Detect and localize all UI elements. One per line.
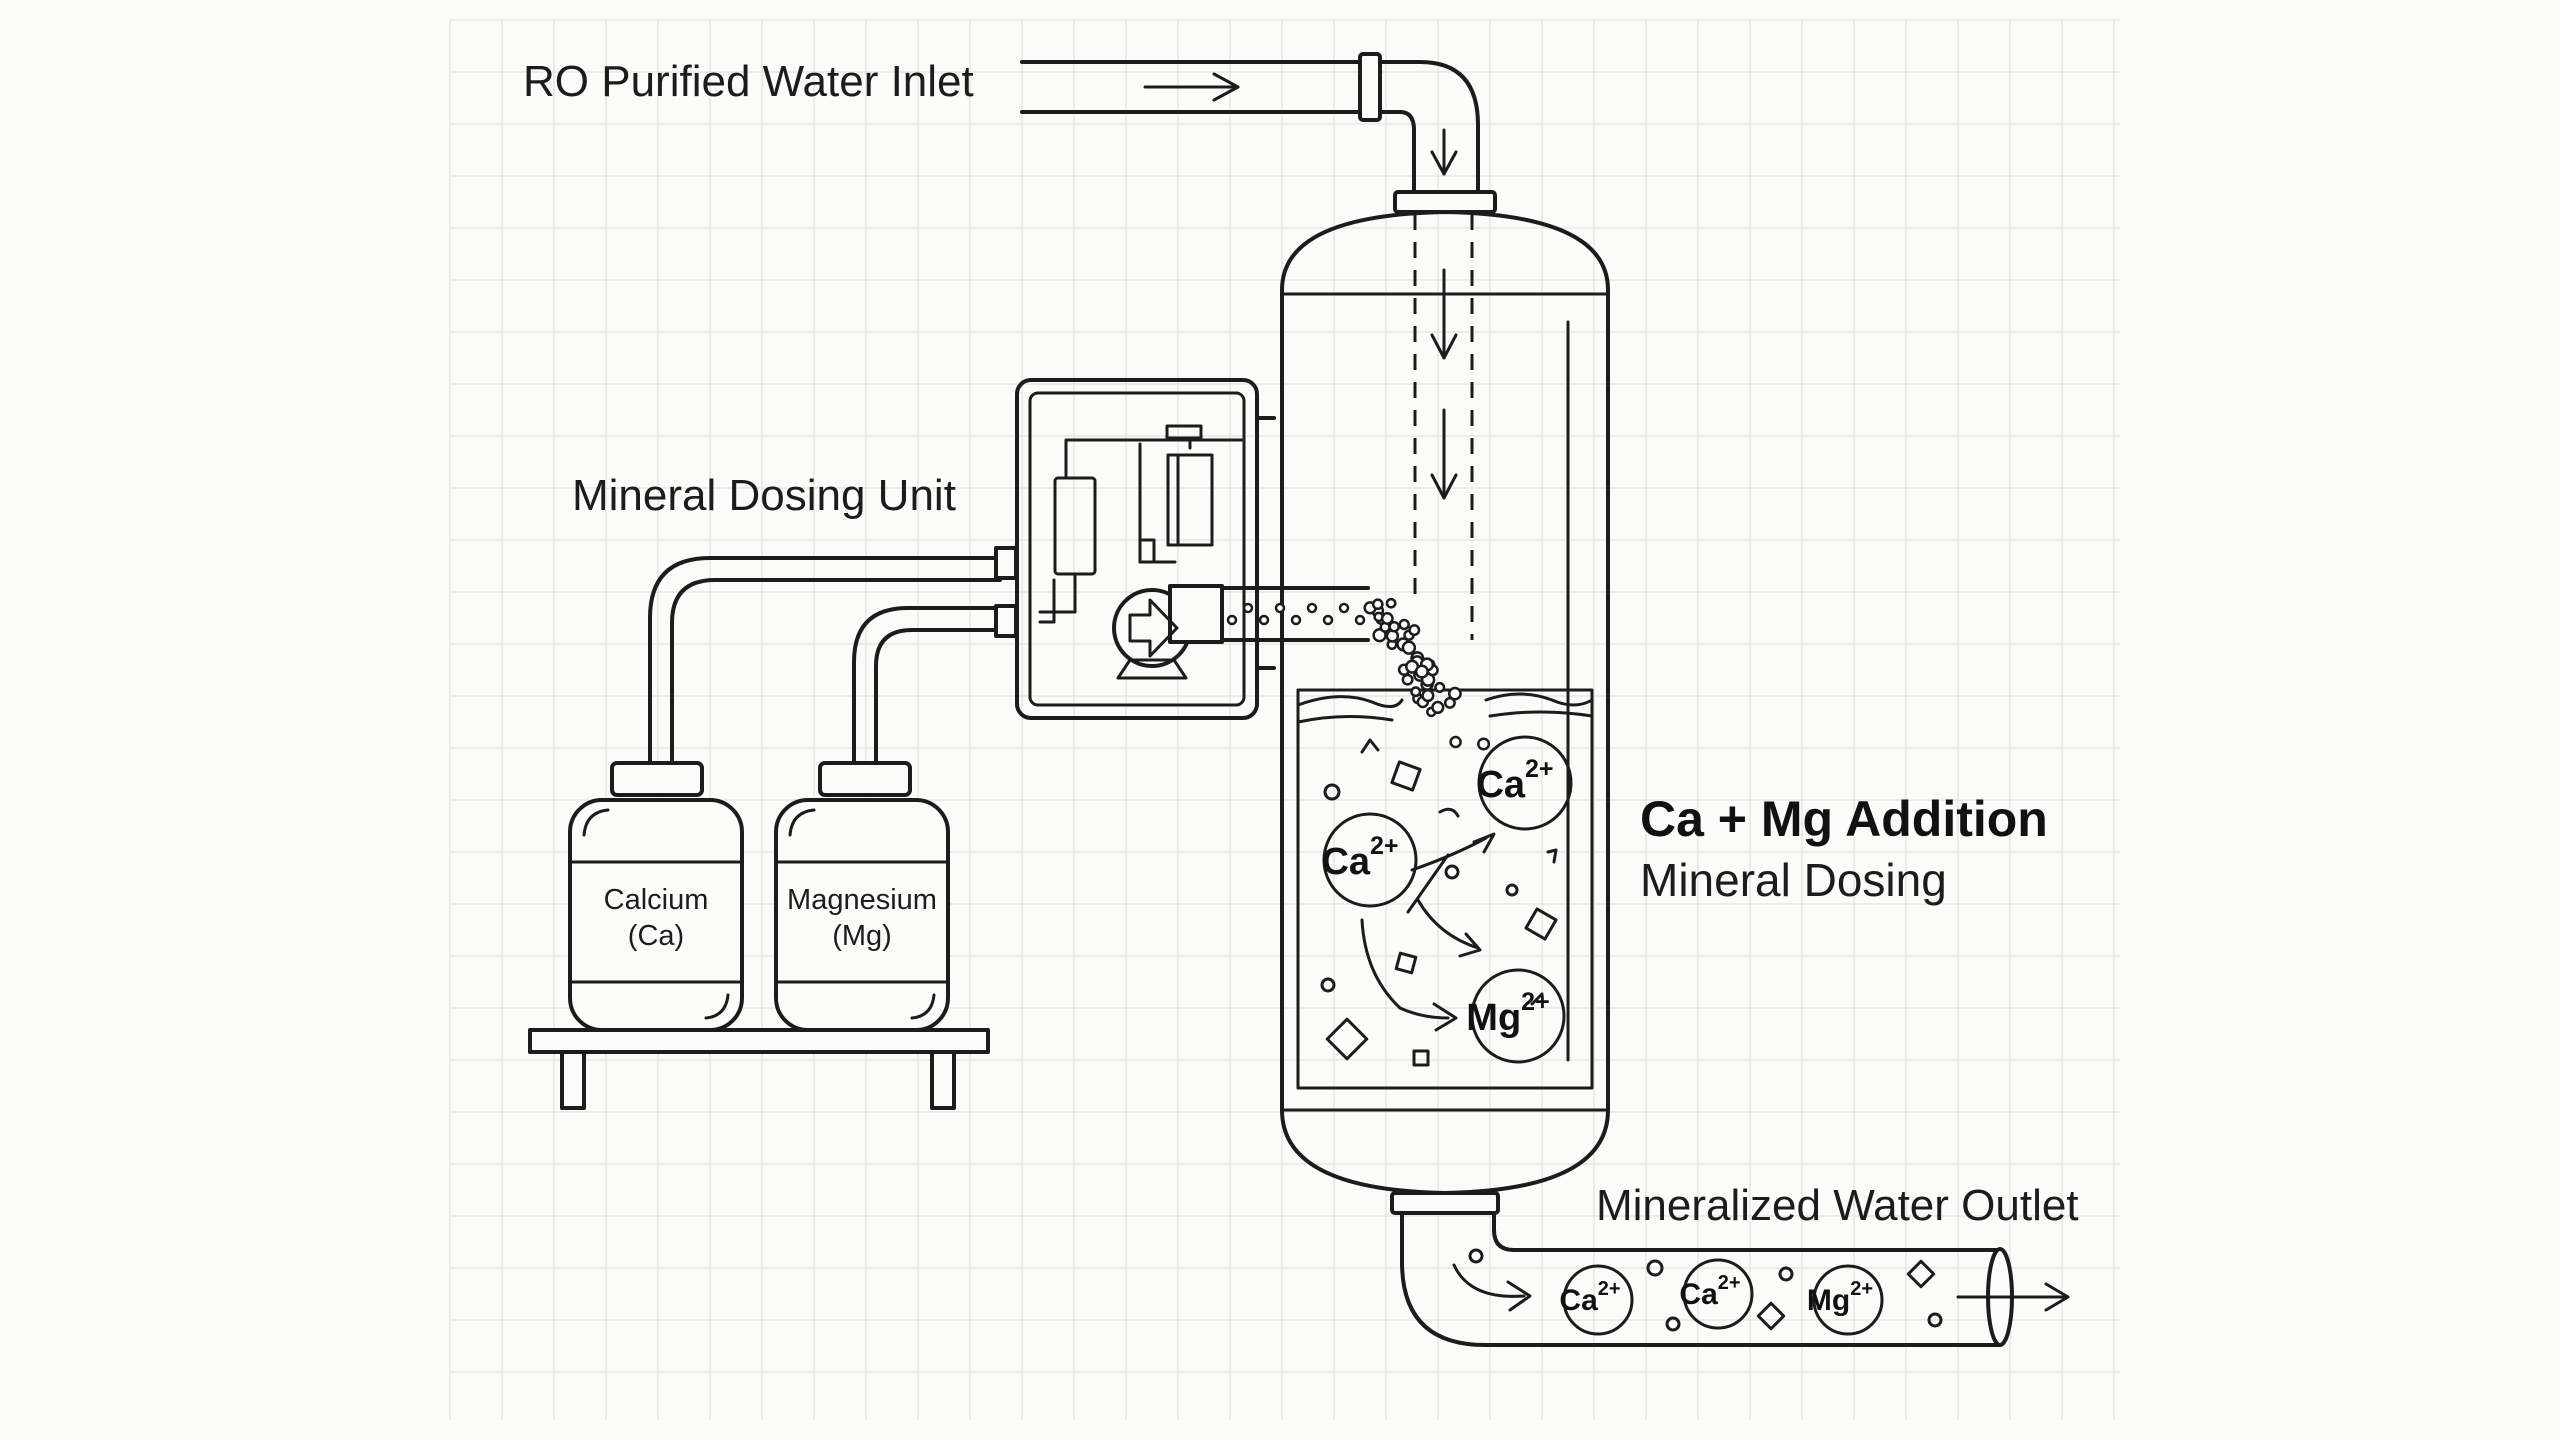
ion-charge: 2+	[1370, 832, 1399, 860]
dosing-unit-label: Mineral Dosing Unit	[572, 471, 956, 520]
ion-mg-tank: Mg2+	[1466, 968, 1566, 1064]
inlet-label: RO Purified Water Inlet	[523, 57, 974, 106]
ion-symbol: Mg	[1807, 1284, 1850, 1317]
svg-text:Mg2+: Mg2+	[1466, 988, 1549, 1039]
svg-text:Ca2+: Ca2+	[1321, 832, 1398, 883]
mixing-tank	[1280, 190, 1610, 1195]
dosing-unit-cabinet	[1015, 378, 1276, 720]
svg-text:Ca2+: Ca2+	[1679, 1272, 1740, 1311]
ion-ca-outlet-1: Ca2+	[1559, 1264, 1634, 1336]
ion-charge: 2+	[1718, 1272, 1741, 1294]
calcium-bottle-symbol: (Ca)	[628, 920, 684, 952]
calcium-bottle: Calcium (Ca)	[568, 761, 744, 1032]
addition-subtitle: Mineral Dosing	[1640, 854, 1947, 906]
ion-charge: 2+	[1521, 988, 1550, 1016]
ion-charge: 2+	[1525, 755, 1554, 783]
dosing-pump	[1112, 584, 1370, 680]
ion-ca-tank-left: Ca2+	[1321, 812, 1418, 908]
svg-text:Ca2+: Ca2+	[1476, 755, 1553, 806]
outlet-label: Mineralized Water Outlet	[1596, 1181, 2079, 1230]
ion-charge: 2+	[1850, 1278, 1873, 1300]
addition-title: Ca + Mg Addition	[1640, 791, 2048, 847]
svg-text:Ca2+: Ca2+	[1559, 1278, 1620, 1317]
ion-ca-outlet-2: Ca2+	[1679, 1258, 1754, 1330]
ion-ca-tank-right: Ca2+	[1476, 735, 1573, 831]
svg-text:Mg2+: Mg2+	[1807, 1278, 1873, 1317]
calcium-bottle-name: Calcium	[604, 884, 709, 916]
ion-symbol: Ca	[1559, 1284, 1598, 1317]
magnesium-bottle: Magnesium (Mg)	[774, 761, 950, 1032]
ion-mg-outlet: Mg2+	[1807, 1264, 1884, 1336]
magnesium-bottle-name: Magnesium	[787, 884, 937, 916]
mineral-spray	[1226, 597, 1491, 751]
outlet-pipe	[1390, 1191, 2070, 1347]
bottle-stand	[528, 1028, 990, 1110]
tank-particles	[1320, 738, 1558, 1067]
feed-tubes	[648, 546, 1018, 767]
ion-symbol: Ca	[1321, 841, 1370, 883]
ion-charge: 2+	[1598, 1278, 1621, 1300]
ion-symbol: Mg	[1466, 997, 1521, 1039]
ion-symbol: Ca	[1679, 1278, 1718, 1311]
inlet-pipe	[1020, 52, 1480, 194]
magnesium-bottle-symbol: (Mg)	[832, 920, 892, 952]
ion-symbol: Ca	[1476, 764, 1525, 806]
